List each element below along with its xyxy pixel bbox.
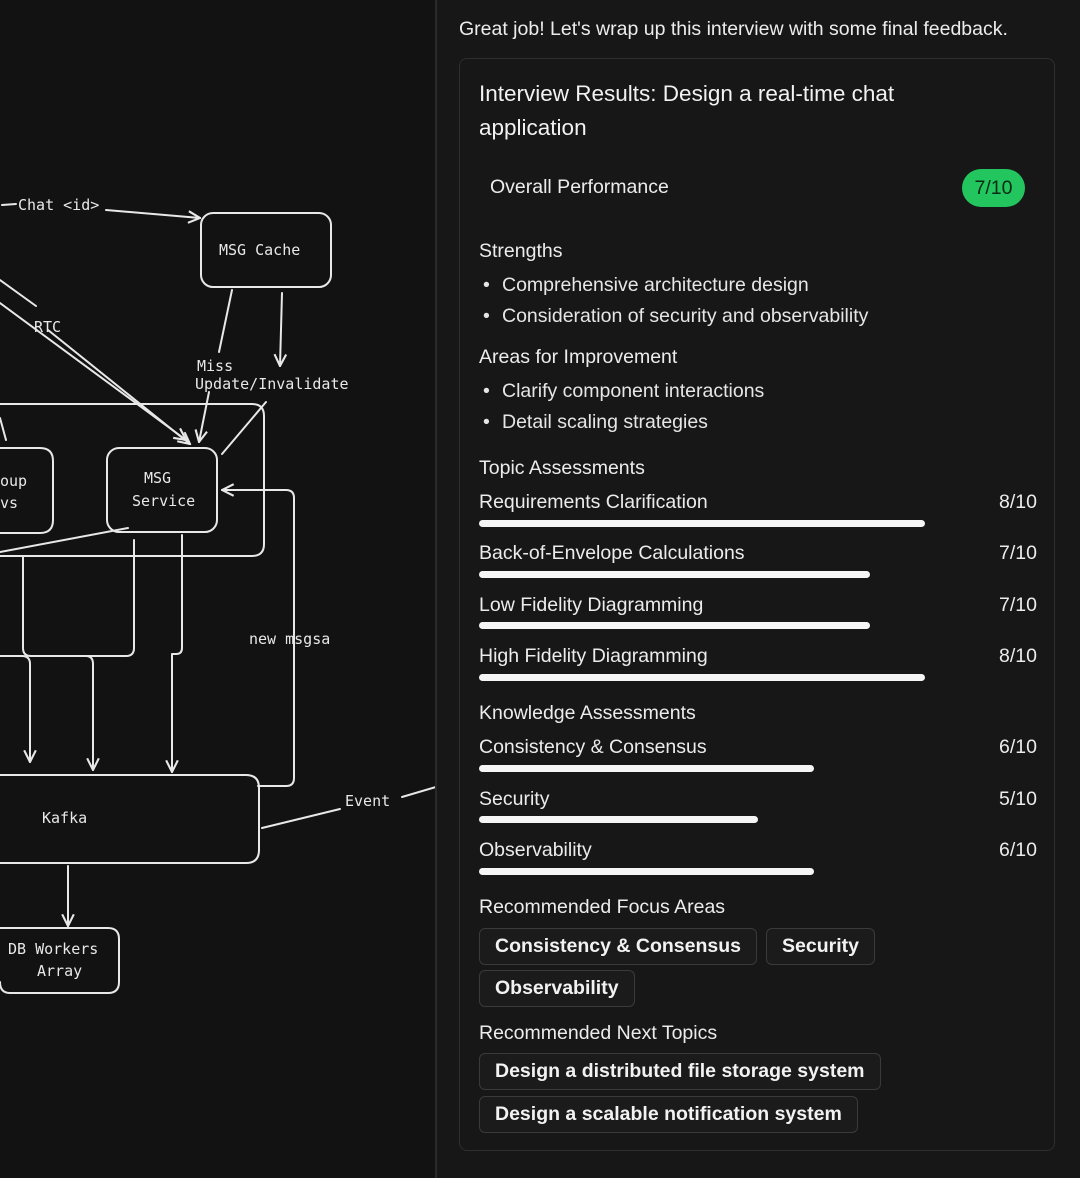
topic-label: Requirements Clarification [479,491,708,513]
next-topic-chip[interactable]: Design a scalable notification system [479,1096,858,1133]
knowledge-label: Consistency & Consensus [479,736,707,758]
knowledge-progress-bar [479,765,1037,772]
architecture-diagram[interactable]: Chat <id> MSG Cache RTC Miss Update/Inva… [0,0,436,1178]
topic-label: High Fidelity Diagramming [479,645,708,667]
chat-id-label: Chat <id> [18,196,99,214]
overall-performance-label: Overall Performance [490,176,669,198]
knowledge-progress-bar [479,816,1037,823]
knowledge-assessments-heading: Knowledge Assessments [479,702,696,724]
topic-progress-bar [479,520,1037,527]
db-workers-box [0,927,120,994]
knowledge-progress-fill [479,868,814,875]
panel-divider[interactable] [435,0,437,1178]
focus-area-chip[interactable]: Consistency & Consensus [479,928,757,965]
msg-service-label-line1: MSG [144,469,171,487]
next-topics-heading: Recommended Next Topics [479,1022,718,1044]
group-label-line2: vs [0,494,18,512]
knowledge-label: Security [479,788,550,810]
topic-progress-fill [479,571,870,578]
improvement-item: Detail scaling strategies [483,411,708,434]
focus-area-chip[interactable]: Observability [479,970,635,1007]
topic-progress-fill [479,674,926,681]
topic-label: Back-of-Envelope Calculations [479,542,745,564]
topic-label: Low Fidelity Diagramming [479,594,704,616]
improvements-heading: Areas for Improvement [479,346,678,368]
knowledge-label: Observability [479,839,592,861]
topic-score: 8/10 [999,645,1037,667]
results-card: Interview Results: Design a real-time ch… [459,58,1055,1151]
msg-cache-box [200,212,332,288]
diagram-canvas[interactable]: Chat <id> MSG Cache RTC Miss Update/Inva… [0,0,436,1178]
next-topic-chip[interactable]: Design a distributed file storage system [479,1053,881,1090]
topic-progress-bar [479,674,1037,681]
rtc-label: RTC [34,318,61,336]
knowledge-progress-fill [479,816,758,823]
group-box [0,447,54,534]
knowledge-score: 6/10 [999,736,1037,758]
kafka-label: Kafka [42,809,87,827]
update-invalidate-label: Update/Invalidate [195,375,349,393]
kafka-box [0,774,260,864]
knowledge-score: 5/10 [999,788,1037,810]
msg-cache-label: MSG Cache [219,241,300,259]
assistant-message: Great job! Let's wrap up this interview … [459,18,1008,40]
msg-service-label-line2: Service [132,492,195,510]
topic-score: 8/10 [999,491,1037,513]
focus-areas-heading: Recommended Focus Areas [479,896,726,918]
feedback-panel: Great job! Let's wrap up this interview … [437,0,1080,1178]
knowledge-progress-bar [479,868,1037,875]
db-workers-label-line1: DB Workers [8,940,98,958]
topic-progress-bar [479,571,1037,578]
topic-score: 7/10 [999,542,1037,564]
topic-score: 7/10 [999,594,1037,616]
knowledge-score: 6/10 [999,839,1037,861]
event-label: Event [345,792,390,810]
chat-id-arrow [1,203,17,206]
strength-item: Comprehensive architecture design [483,274,809,297]
overall-score-badge: 7/10 [962,169,1025,207]
strength-item: Consideration of security and observabil… [483,305,868,328]
msg-service-box [106,447,218,533]
focus-area-chip[interactable]: Security [766,928,875,965]
group-label-line1: oup [0,472,27,490]
topic-progress-fill [479,520,926,527]
new-msgsa-label: new msgsa [249,630,330,648]
topic-progress-fill [479,622,870,629]
miss-label: Miss [197,357,233,375]
service-group-container [0,403,265,557]
db-workers-label-line2: Array [37,962,82,980]
improvement-item: Clarify component interactions [483,380,764,403]
knowledge-progress-fill [479,765,814,772]
results-title: Interview Results: Design a real-time ch… [479,81,895,140]
topic-assessments-heading: Topic Assessments [479,457,645,479]
topic-progress-bar [479,622,1037,629]
strengths-heading: Strengths [479,240,563,262]
